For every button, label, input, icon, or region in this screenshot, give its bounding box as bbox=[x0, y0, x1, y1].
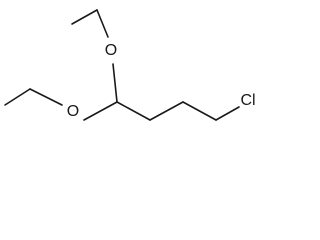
skeletal-formula: O O Cl bbox=[4, 9, 256, 121]
bond-chain-c4-cl bbox=[215, 106, 240, 121]
bond-top-ethyl-ch2-o bbox=[96, 9, 109, 38]
bond-bottom-ethyl-ch2-o bbox=[29, 88, 63, 106]
bond-top-ethyl-ch3-ch2 bbox=[71, 9, 98, 25]
oxygen-top-label: O bbox=[105, 42, 117, 59]
bond-chain-c3-c4 bbox=[182, 101, 217, 121]
chlorine-label: Cl bbox=[240, 92, 255, 109]
oxygen-bottom-label: O bbox=[67, 103, 79, 120]
structure-diagram: O O Cl bbox=[0, 0, 258, 132]
bond-chain-c1-c2 bbox=[116, 101, 151, 121]
bond-top-o-acetal-c bbox=[112, 63, 118, 103]
bond-bottom-o-acetal-c bbox=[83, 101, 118, 121]
bond-chain-c2-c3 bbox=[149, 101, 184, 121]
bond-bottom-ethyl-ch3-ch2 bbox=[4, 88, 31, 106]
